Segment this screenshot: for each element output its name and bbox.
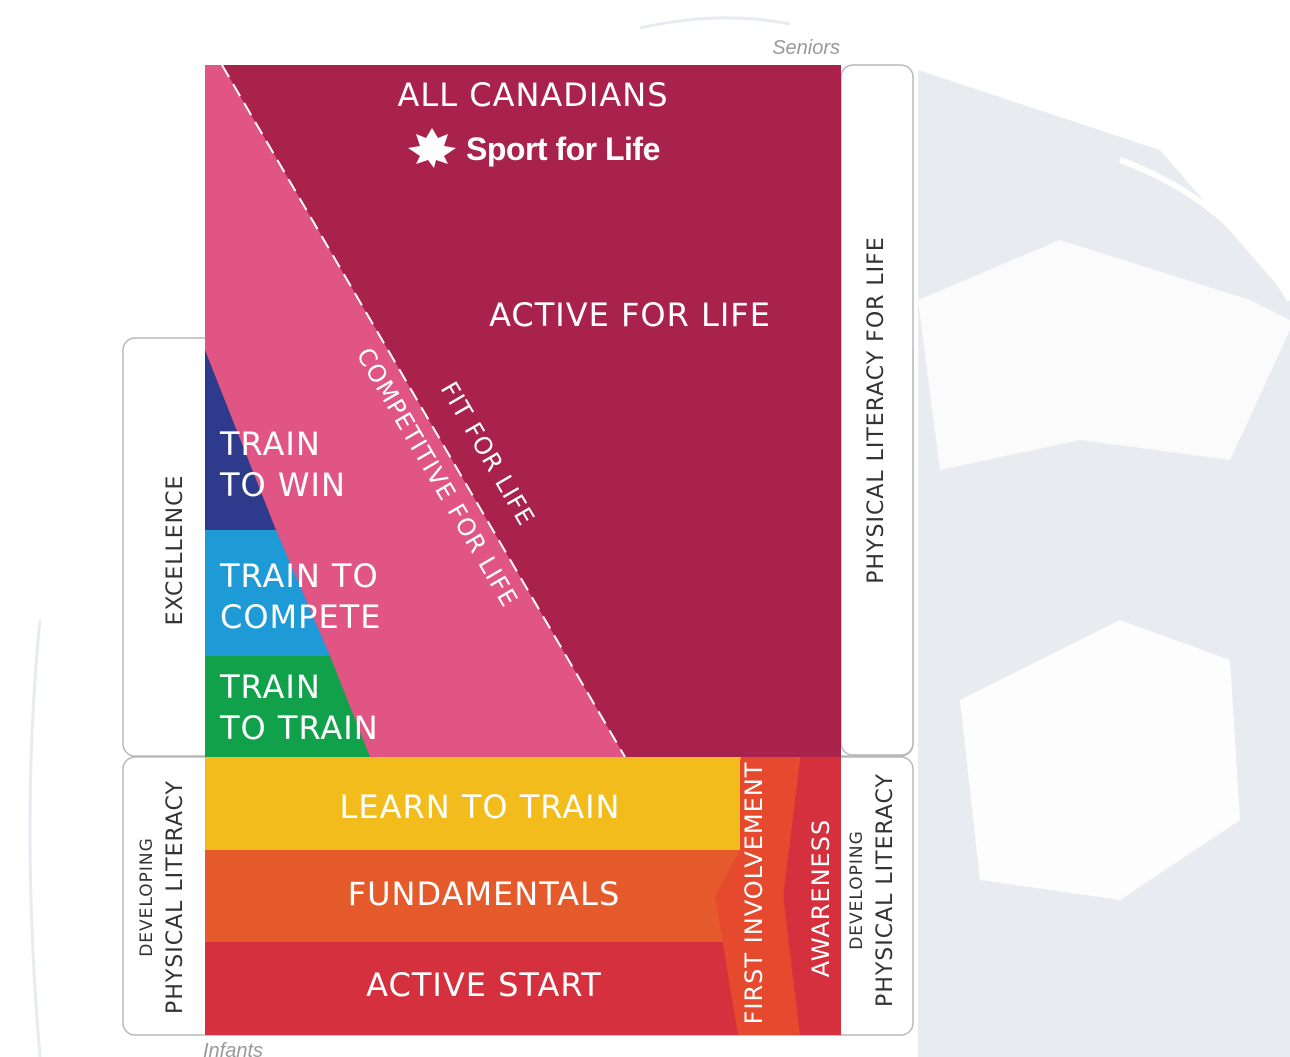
train-to-win-label: TRAIN TO WIN — [219, 425, 346, 504]
train-to-compete-line-2: COMPETE — [220, 598, 381, 636]
train-to-compete-line-1: TRAIN TO — [219, 557, 379, 595]
excellence-label: EXCELLENCE — [163, 475, 188, 626]
train-to-compete-block — [205, 530, 330, 656]
background-decoration — [28, 16, 1290, 1057]
fit-for-life-divider — [221, 64, 626, 758]
developing-right-big: PHYSICAL LITERACY — [873, 773, 898, 1007]
developing-right-small: DEVELOPING — [847, 830, 867, 950]
train-to-train-label: TRAIN TO TRAIN — [219, 668, 379, 747]
train-to-train-line-2: TO TRAIN — [219, 709, 379, 747]
train-to-win-line-2: TO WIN — [219, 466, 346, 504]
active-start-label: ACTIVE START — [366, 966, 602, 1004]
train-to-win-block — [205, 350, 276, 530]
learn-to-train-band — [205, 757, 841, 850]
developing-left-big: PHYSICAL LITERACY — [163, 780, 188, 1014]
active-for-life-label: ACTIVE FOR LIFE — [489, 296, 771, 334]
physical-literacy-for-life-label: PHYSICAL LITERACY FOR LIFE — [864, 236, 889, 583]
lower-stages — [205, 757, 841, 1035]
developing-left-group: DEVELOPING PHYSICAL LITERACY — [137, 780, 188, 1014]
seniors-label: Seniors — [772, 37, 840, 59]
competitive-for-life-region — [205, 65, 625, 757]
sport-for-life-logo-text: Sport for Life — [466, 131, 660, 167]
upper-stages — [205, 64, 841, 758]
fundamentals-label: FUNDAMENTALS — [348, 875, 621, 913]
developing-left-small: DEVELOPING — [137, 837, 157, 957]
train-to-compete-label: TRAIN TO COMPETE — [219, 557, 390, 636]
all-canadians-label: ALL CANADIANS — [398, 76, 669, 114]
sport-for-life-logo: Sport for Life — [408, 128, 660, 168]
infants-label: Infants — [203, 1040, 263, 1057]
train-to-win-line-1: TRAIN — [219, 425, 321, 463]
learn-to-train-label: LEARN TO TRAIN — [340, 788, 621, 826]
train-to-train-line-1: TRAIN — [219, 668, 321, 706]
awareness-label: AWARENESS — [807, 819, 835, 977]
train-to-train-block — [205, 656, 370, 757]
maple-leaf-icon — [408, 128, 456, 168]
first-involvement-strip — [715, 757, 800, 1035]
first-involvement-label: FIRST INVOLVEMENT — [740, 762, 768, 1025]
developing-right-group: DEVELOPING PHYSICAL LITERACY — [847, 773, 898, 1007]
awareness-strip — [783, 757, 841, 1035]
